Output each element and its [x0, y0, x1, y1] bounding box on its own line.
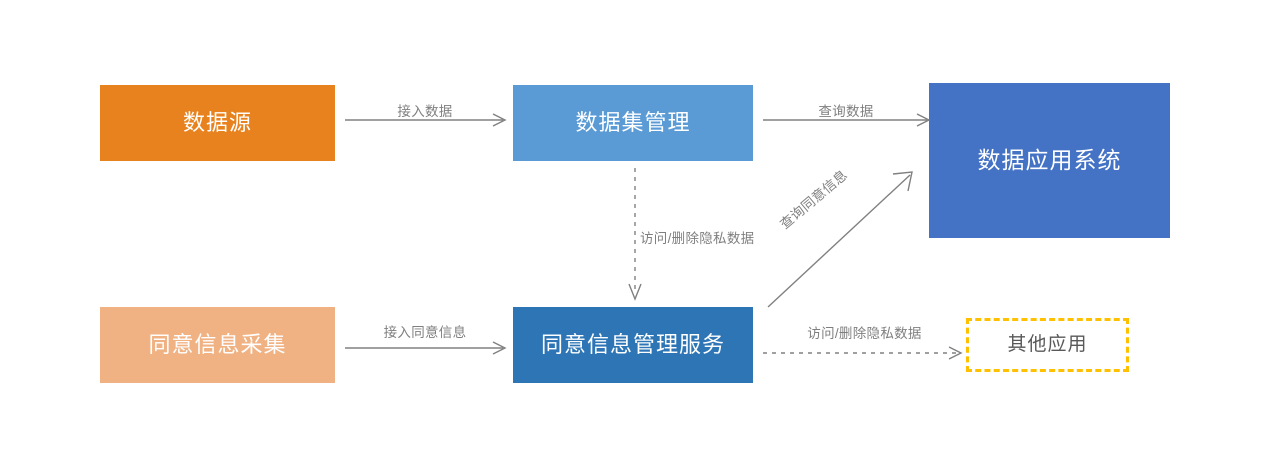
node-dataset-management[interactable]: 数据集管理 — [513, 85, 753, 161]
node-consent-information-management-service-label: 同意信息管理服务 — [540, 331, 725, 357]
edge-access-delete-vertical-label: 访问/删除隐私数据 — [640, 231, 755, 246]
node-consent-information-collection-label: 同意信息采集 — [148, 331, 287, 357]
edge-access-delete-bottom-arrow — [763, 345, 969, 361]
edge-query-data-label: 查询数据 — [818, 104, 874, 119]
edge-query-consent-arrow — [762, 168, 922, 313]
edge-ingest-consent-label: 接入同意信息 — [383, 325, 467, 340]
edge-access-delete-vertical-arrow — [627, 168, 643, 304]
edge-ingest-data-label: 接入数据 — [397, 104, 453, 119]
node-other-applications-label: 其他应用 — [1007, 333, 1088, 355]
edge-query-data-arrow — [763, 112, 935, 128]
edge-ingest-consent-arrow — [345, 340, 509, 356]
edge-access-delete-bottom-label: 访问/删除隐私数据 — [807, 326, 922, 341]
node-consent-information-collection[interactable]: 同意信息采集 — [100, 307, 335, 383]
node-other-applications[interactable]: 其他应用 — [966, 318, 1129, 372]
node-data-source-label: 数据源 — [182, 109, 252, 135]
edge-ingest-data-arrow — [345, 112, 509, 128]
node-consent-information-management-service[interactable]: 同意信息管理服务 — [513, 307, 753, 383]
node-dataset-management-label: 数据集管理 — [575, 109, 691, 135]
node-data-source[interactable]: 数据源 — [100, 85, 335, 161]
node-data-application-system[interactable]: 数据应用系统 — [929, 83, 1170, 238]
node-data-application-system-label: 数据应用系统 — [977, 146, 1122, 173]
